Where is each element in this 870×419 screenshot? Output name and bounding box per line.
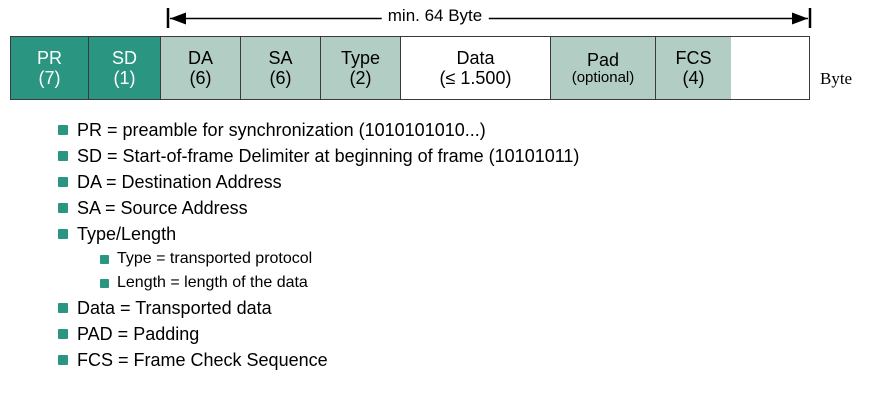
frame-field-sd-name: SD	[111, 47, 137, 68]
frame-field-sa-size: (6)	[269, 68, 292, 88]
bullet-square-icon	[58, 329, 68, 339]
list-item-label: DA = Destination Address	[77, 172, 282, 192]
frame-field-pr-size: (7)	[38, 68, 61, 88]
list-item: PR = preamble for synchronization (10101…	[58, 118, 848, 144]
list-item: Type/Length	[58, 222, 848, 248]
frame-field-da-size: (6)	[189, 68, 212, 88]
list-item: DA = Destination Address	[58, 170, 848, 196]
frame-field-sa: SA (6)	[241, 37, 321, 99]
frame-field-fcs-size: (4)	[682, 68, 705, 88]
frame-field-sd: SD (1)	[89, 37, 161, 99]
frame-field-pad-size: (optional)	[571, 68, 635, 86]
frame-field-type-name: Type	[340, 47, 381, 68]
bullet-square-icon	[58, 125, 68, 135]
list-item: FCS = Frame Check Sequence	[58, 348, 848, 374]
frame-field-type-size: (2)	[349, 68, 372, 88]
bullet-square-icon	[58, 203, 68, 213]
frame-field-pr-name: PR	[36, 47, 62, 68]
frame-field-sa-name: SA	[268, 47, 293, 68]
dimension-arrow	[166, 4, 812, 34]
list-item-label: PR = preamble for synchronization (10101…	[77, 120, 486, 140]
list-item-sub: Type = transported protocol	[58, 248, 848, 272]
legend-list: PR = preamble for synchronization (10101…	[58, 118, 848, 374]
frame-field-da: DA (6)	[161, 37, 241, 99]
list-item-label: Data = Transported data	[77, 298, 272, 318]
list-item: SA = Source Address	[58, 196, 848, 222]
list-item: PAD = Padding	[58, 322, 848, 348]
frame-field-fcs-name: FCS	[675, 47, 712, 68]
bullet-square-icon	[58, 151, 68, 161]
list-item-label: Type/Length	[77, 224, 177, 244]
frame-field-pr: PR (7)	[11, 37, 89, 99]
list-item-label: PAD = Padding	[77, 324, 200, 344]
bullet-square-icon	[100, 255, 109, 264]
bullet-square-icon	[58, 303, 68, 313]
frame-field-data: Data (≤ 1.500)	[401, 37, 551, 99]
bullet-square-icon	[58, 229, 68, 239]
dimension-label: min. 64 Byte	[381, 5, 489, 27]
list-item-label: Type = transported protocol	[117, 250, 313, 267]
frame-field-sd-size: (1)	[113, 68, 136, 88]
list-item-label: Length = length of the data	[117, 274, 308, 291]
list-item-label: SD = Start-of-frame Delimiter at beginni…	[77, 146, 580, 166]
list-item-sub: Length = length of the data	[58, 272, 848, 296]
bullet-square-icon	[58, 177, 68, 187]
list-item: SD = Start-of-frame Delimiter at beginni…	[58, 144, 848, 170]
list-item-label: FCS = Frame Check Sequence	[77, 350, 328, 370]
frame-field-pad-name: Pad	[586, 49, 620, 70]
list-item-label: SA = Source Address	[77, 198, 248, 218]
unit-label-byte: Byte	[820, 69, 853, 88]
bullet-square-icon	[100, 279, 109, 288]
ethernet-frame-diagram: PR (7) SD (1) DA (6) SA (6) Type (2) Dat…	[10, 36, 810, 100]
bullet-square-icon	[58, 355, 68, 365]
frame-field-data-size: (≤ 1.500)	[439, 68, 512, 88]
frame-field-fcs: FCS (4)	[656, 37, 731, 99]
frame-field-type: Type (2)	[321, 37, 401, 99]
list-item: Data = Transported data	[58, 296, 848, 322]
frame-field-data-name: Data	[456, 47, 495, 68]
frame-field-da-name: DA	[187, 47, 213, 68]
frame-field-pad: Pad (optional)	[551, 37, 656, 99]
